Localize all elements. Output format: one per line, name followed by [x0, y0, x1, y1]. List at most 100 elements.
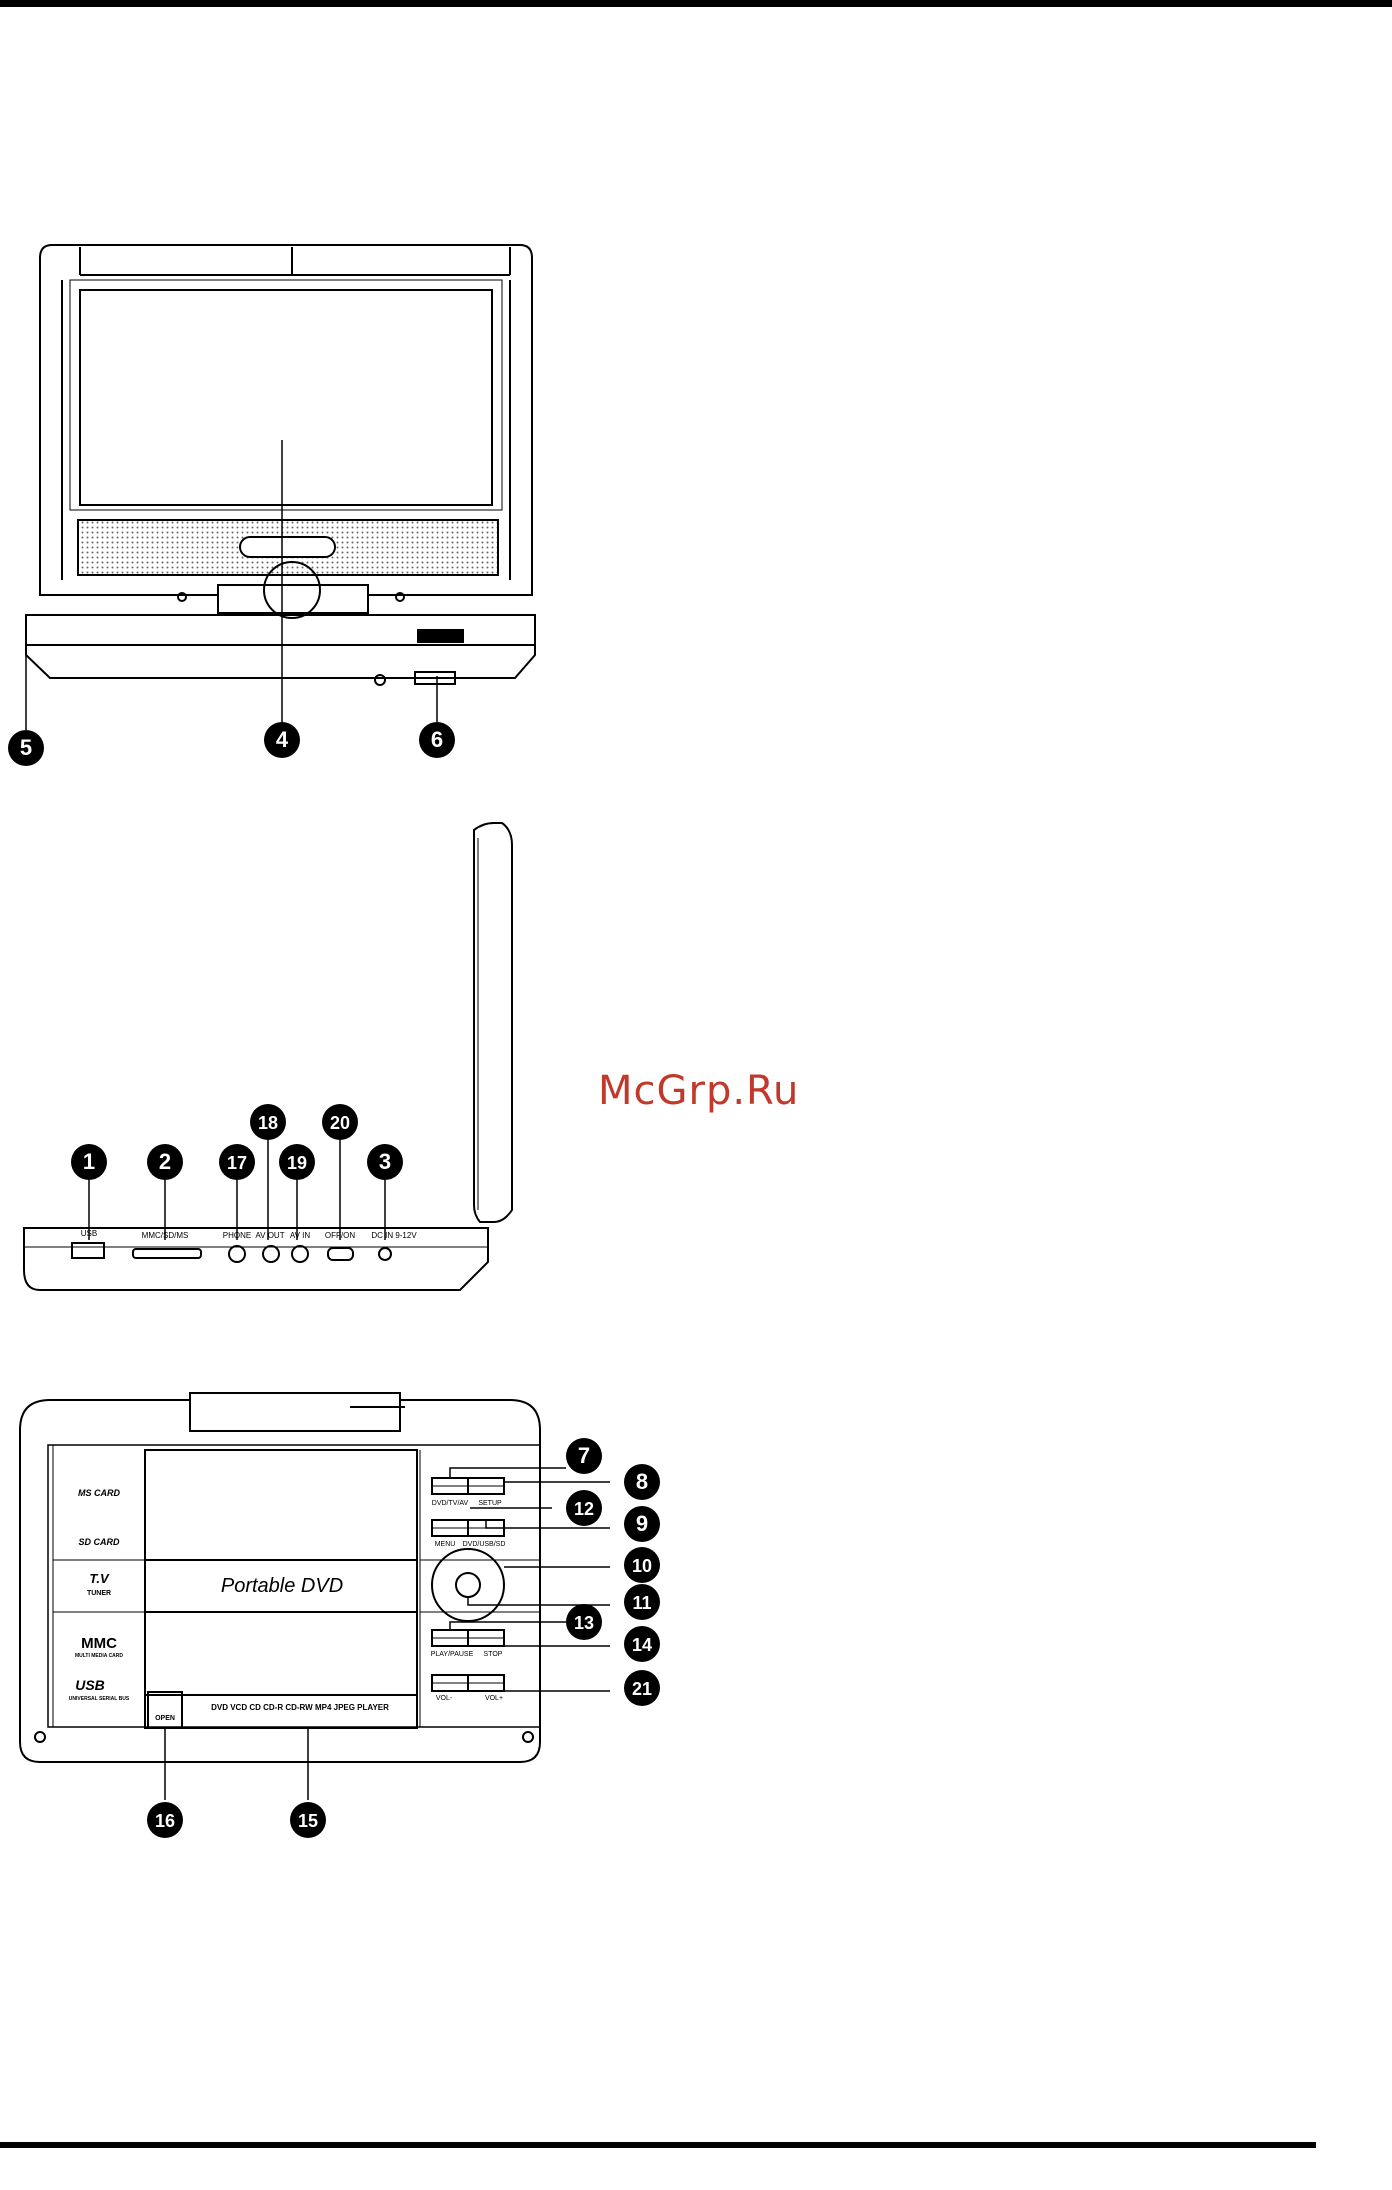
callout-13: 13 — [566, 1604, 602, 1640]
callout-badge — [624, 1626, 660, 1662]
nav-pad — [431, 1548, 505, 1622]
label-play-pause: PLAY/PAUSE — [431, 1651, 474, 1658]
callout-badge — [419, 722, 455, 758]
usb-logo-sub: UNIVERSAL SERIAL BUS — [69, 1696, 130, 1702]
callout-9: 9 — [624, 1506, 660, 1542]
port-label-dc-in: DC IN 9-12V — [371, 1231, 417, 1240]
callout-2: 2 — [147, 1144, 183, 1180]
top-view-labels: MS CARD SD CARD T.V TUNER MMC MULTI MEDI… — [69, 1488, 506, 1722]
label-vol-minus: VOL- — [436, 1695, 453, 1702]
top-rule — [0, 0, 1392, 7]
label-dvd-tv-av: DVD/TV/AV — [432, 1500, 469, 1507]
sd-card-logo: SD CARD — [78, 1537, 120, 1547]
tv-logo-top: T.V — [89, 1571, 110, 1586]
callout-badge — [566, 1490, 602, 1526]
callout-badge — [624, 1506, 660, 1542]
callout-number: 12 — [574, 1499, 594, 1519]
callout-20: 20 — [322, 1104, 358, 1140]
callout-badge — [624, 1670, 660, 1706]
open-latch — [147, 1691, 183, 1729]
callout-10: 10 — [624, 1547, 660, 1583]
open-label: OPEN — [155, 1715, 175, 1722]
callout-5: 5 — [8, 730, 44, 766]
callout-12: 12 — [566, 1490, 602, 1526]
callout-number: 20 — [330, 1113, 350, 1133]
callout-badge — [219, 1144, 255, 1180]
tv-logo-bottom: TUNER — [87, 1590, 111, 1597]
port-label-card: MMC/SD/MS — [142, 1231, 189, 1240]
callout-badge — [624, 1584, 660, 1620]
callout-number: 3 — [379, 1149, 391, 1174]
top-view — [19, 1392, 610, 1800]
callout-number: 5 — [20, 735, 32, 760]
lid-title: Portable DVD — [221, 1575, 343, 1597]
mmc-logo: MMC — [81, 1635, 117, 1652]
ms-card-logo: MS CARD — [78, 1488, 120, 1498]
disc-lid — [144, 1449, 418, 1729]
callout-badge — [322, 1104, 358, 1140]
callout-number: 7 — [578, 1443, 590, 1468]
label-setup: SETUP — [478, 1500, 502, 1507]
callout-badge — [624, 1547, 660, 1583]
port-label-power: OFF/ON — [325, 1231, 355, 1240]
callout-number: 16 — [155, 1811, 175, 1831]
callout-number: 13 — [574, 1613, 594, 1633]
port-label-av-in: AV IN — [290, 1231, 311, 1240]
callout-badge — [279, 1144, 315, 1180]
callout-number: 10 — [632, 1556, 652, 1576]
callout-badge — [71, 1144, 107, 1180]
callout-number: 17 — [227, 1153, 247, 1173]
watermark: McGrp.Ru — [598, 1068, 800, 1114]
callout-15: 15 — [290, 1802, 326, 1838]
callout-number: 21 — [632, 1679, 652, 1699]
body-profile — [23, 1227, 489, 1291]
callout-19: 19 — [279, 1144, 315, 1180]
callout-badge — [624, 1464, 660, 1500]
callout-7: 7 — [566, 1438, 602, 1474]
label-dvd-usb-sd: DVD/USB/SD — [463, 1541, 506, 1548]
top-housing — [19, 1399, 541, 1763]
callout-17: 17 — [219, 1144, 255, 1180]
callout-badge — [290, 1802, 326, 1838]
callout-badge — [566, 1604, 602, 1640]
av-in-jack — [291, 1245, 309, 1263]
callout-number: 19 — [287, 1153, 307, 1173]
enter-button — [455, 1572, 481, 1598]
lid-profile — [473, 822, 513, 1223]
callout-21: 21 — [624, 1670, 660, 1706]
side-view — [23, 822, 513, 1291]
callout-number: 4 — [276, 727, 289, 752]
callout-number: 15 — [298, 1811, 318, 1831]
port-label-usb: USB — [81, 1229, 97, 1238]
callout-3: 3 — [367, 1144, 403, 1180]
mmc-logo-sub: MULTI MEDIA CARD — [75, 1653, 123, 1659]
power-switch — [327, 1247, 354, 1261]
player-base — [25, 614, 536, 679]
callout-16: 16 — [147, 1802, 183, 1838]
dc-in-jack — [378, 1247, 392, 1261]
callout-11: 11 — [624, 1584, 660, 1620]
bottom-rule — [0, 2142, 1316, 2148]
callout-badge — [566, 1438, 602, 1474]
phone-jack — [228, 1245, 246, 1263]
label-vol-plus: VOL+ — [485, 1695, 503, 1702]
callout-number: 2 — [159, 1149, 171, 1174]
callout-number: 6 — [431, 727, 443, 752]
callout-18: 18 — [250, 1104, 286, 1140]
callout-number: 18 — [258, 1113, 278, 1133]
callout-8: 8 — [624, 1464, 660, 1500]
callout-badge — [8, 730, 44, 766]
callout-badge — [147, 1802, 183, 1838]
port-label-av-out: AV OUT — [255, 1231, 284, 1240]
usb-port — [71, 1242, 105, 1259]
callout-number: 11 — [632, 1593, 651, 1613]
format-list: DVD VCD CD CD-R CD-RW MP4 JPEG PLAYER — [211, 1703, 389, 1712]
callout-badge — [250, 1104, 286, 1140]
lcd-screen — [79, 289, 493, 506]
callout-badge — [147, 1144, 183, 1180]
callout-1: 1 — [71, 1144, 107, 1180]
callout-14: 14 — [624, 1626, 660, 1662]
callout-badge — [264, 722, 300, 758]
